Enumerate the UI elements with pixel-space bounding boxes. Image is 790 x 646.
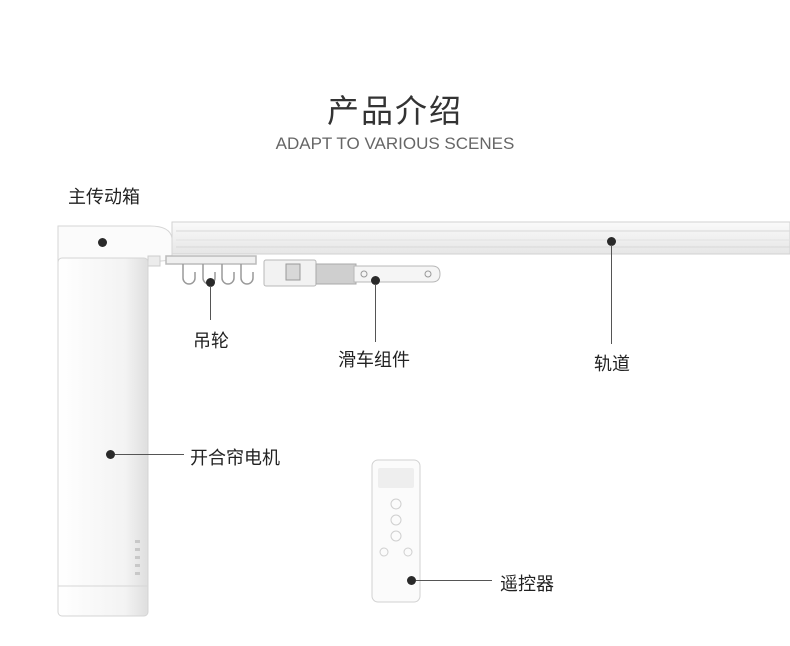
remote-controller (371, 459, 421, 603)
hook-label: 吊轮 (193, 331, 229, 352)
slider-leader-line (375, 284, 376, 342)
remote-label: 遥控器 (500, 574, 554, 595)
remote-leader-line (416, 580, 492, 581)
motor-leader-line (115, 454, 184, 455)
slider-pointer-dot (371, 276, 380, 285)
motor-pointer-dot (106, 450, 115, 459)
track-leader-line (611, 245, 612, 344)
curtain-motor-body (57, 257, 149, 617)
slider-assembly (263, 259, 441, 287)
slider-label: 滑车组件 (338, 350, 410, 371)
motor-label: 开合帘电机 (190, 448, 280, 469)
gearbox-label: 主传动箱 (68, 187, 140, 208)
remote-pointer-dot (407, 576, 416, 585)
page-subtitle: ADAPT TO VARIOUS SCENES (275, 134, 515, 153)
track-label: 轨道 (594, 354, 630, 375)
track-rail (171, 221, 790, 255)
page-title: 产品介绍 (326, 92, 463, 130)
gearbox-head (57, 225, 173, 267)
gearbox-pointer-dot (98, 238, 107, 247)
track-pointer-dot (607, 237, 616, 246)
hook-pointer-dot (206, 278, 215, 287)
hook-leader-line (210, 286, 211, 320)
